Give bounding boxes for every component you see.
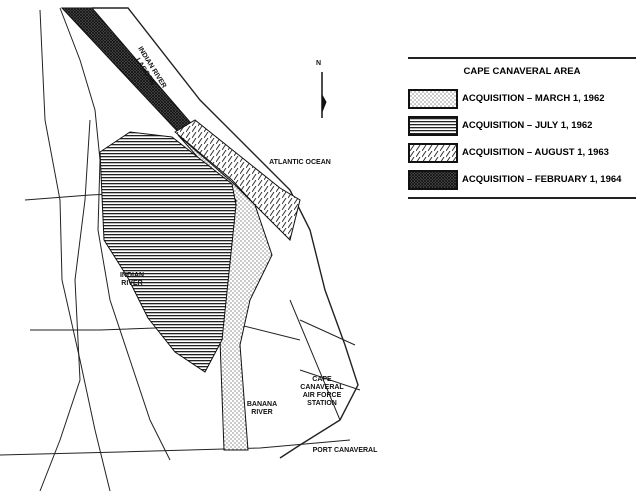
mainland-shore <box>59 7 171 461</box>
legend-item: ACQUISITION – MARCH 1, 1962 <box>408 85 636 112</box>
label-afs: CAPE CANAVERAL AIR FORCE STATION <box>300 376 344 407</box>
swatch-diagonal-hatch <box>408 142 458 163</box>
label-port: PORT CANAVERAL <box>312 447 378 454</box>
area-feb-1964 <box>60 7 191 135</box>
road <box>39 9 111 491</box>
road <box>0 439 351 456</box>
legend-item: ACQUISITION – FEBRUARY 1, 1964 <box>408 166 636 193</box>
legend-item: ACQUISITION – AUGUST 1, 1963 <box>408 139 636 166</box>
label-ocean: ATLANTIC OCEAN <box>269 159 331 166</box>
road <box>39 119 91 491</box>
swatch-dark-crosshatch <box>408 169 458 190</box>
swatch-horizontal-lines <box>408 115 458 136</box>
legend-title: CAPE CANAVERAL AREA <box>463 66 581 77</box>
legend-label: ACQUISITION – AUGUST 1, 1963 <box>462 147 609 158</box>
road <box>289 299 361 421</box>
legend-label: ACQUISITION – JULY 1, 1962 <box>462 120 593 131</box>
swatch-stipple <box>408 88 458 109</box>
label-banana-river: BANANA RIVER <box>246 401 278 416</box>
label-indian-river: INDIAN RIVER <box>119 272 145 287</box>
coastline <box>92 7 359 459</box>
legend-label: ACQUISITION – FEBRUARY 1, 1964 <box>462 174 622 185</box>
legend: CAPE CANAVERAL AREA ACQUISITION – MARCH … <box>408 57 636 199</box>
area-jul-1962 <box>99 131 237 373</box>
north-arrow <box>321 72 327 118</box>
area-aug-1963 <box>174 119 301 241</box>
legend-label: ACQUISITION – MARCH 1, 1962 <box>462 93 605 104</box>
north-label: N <box>316 60 322 67</box>
legend-item: ACQUISITION – JULY 1, 1962 <box>408 112 636 139</box>
